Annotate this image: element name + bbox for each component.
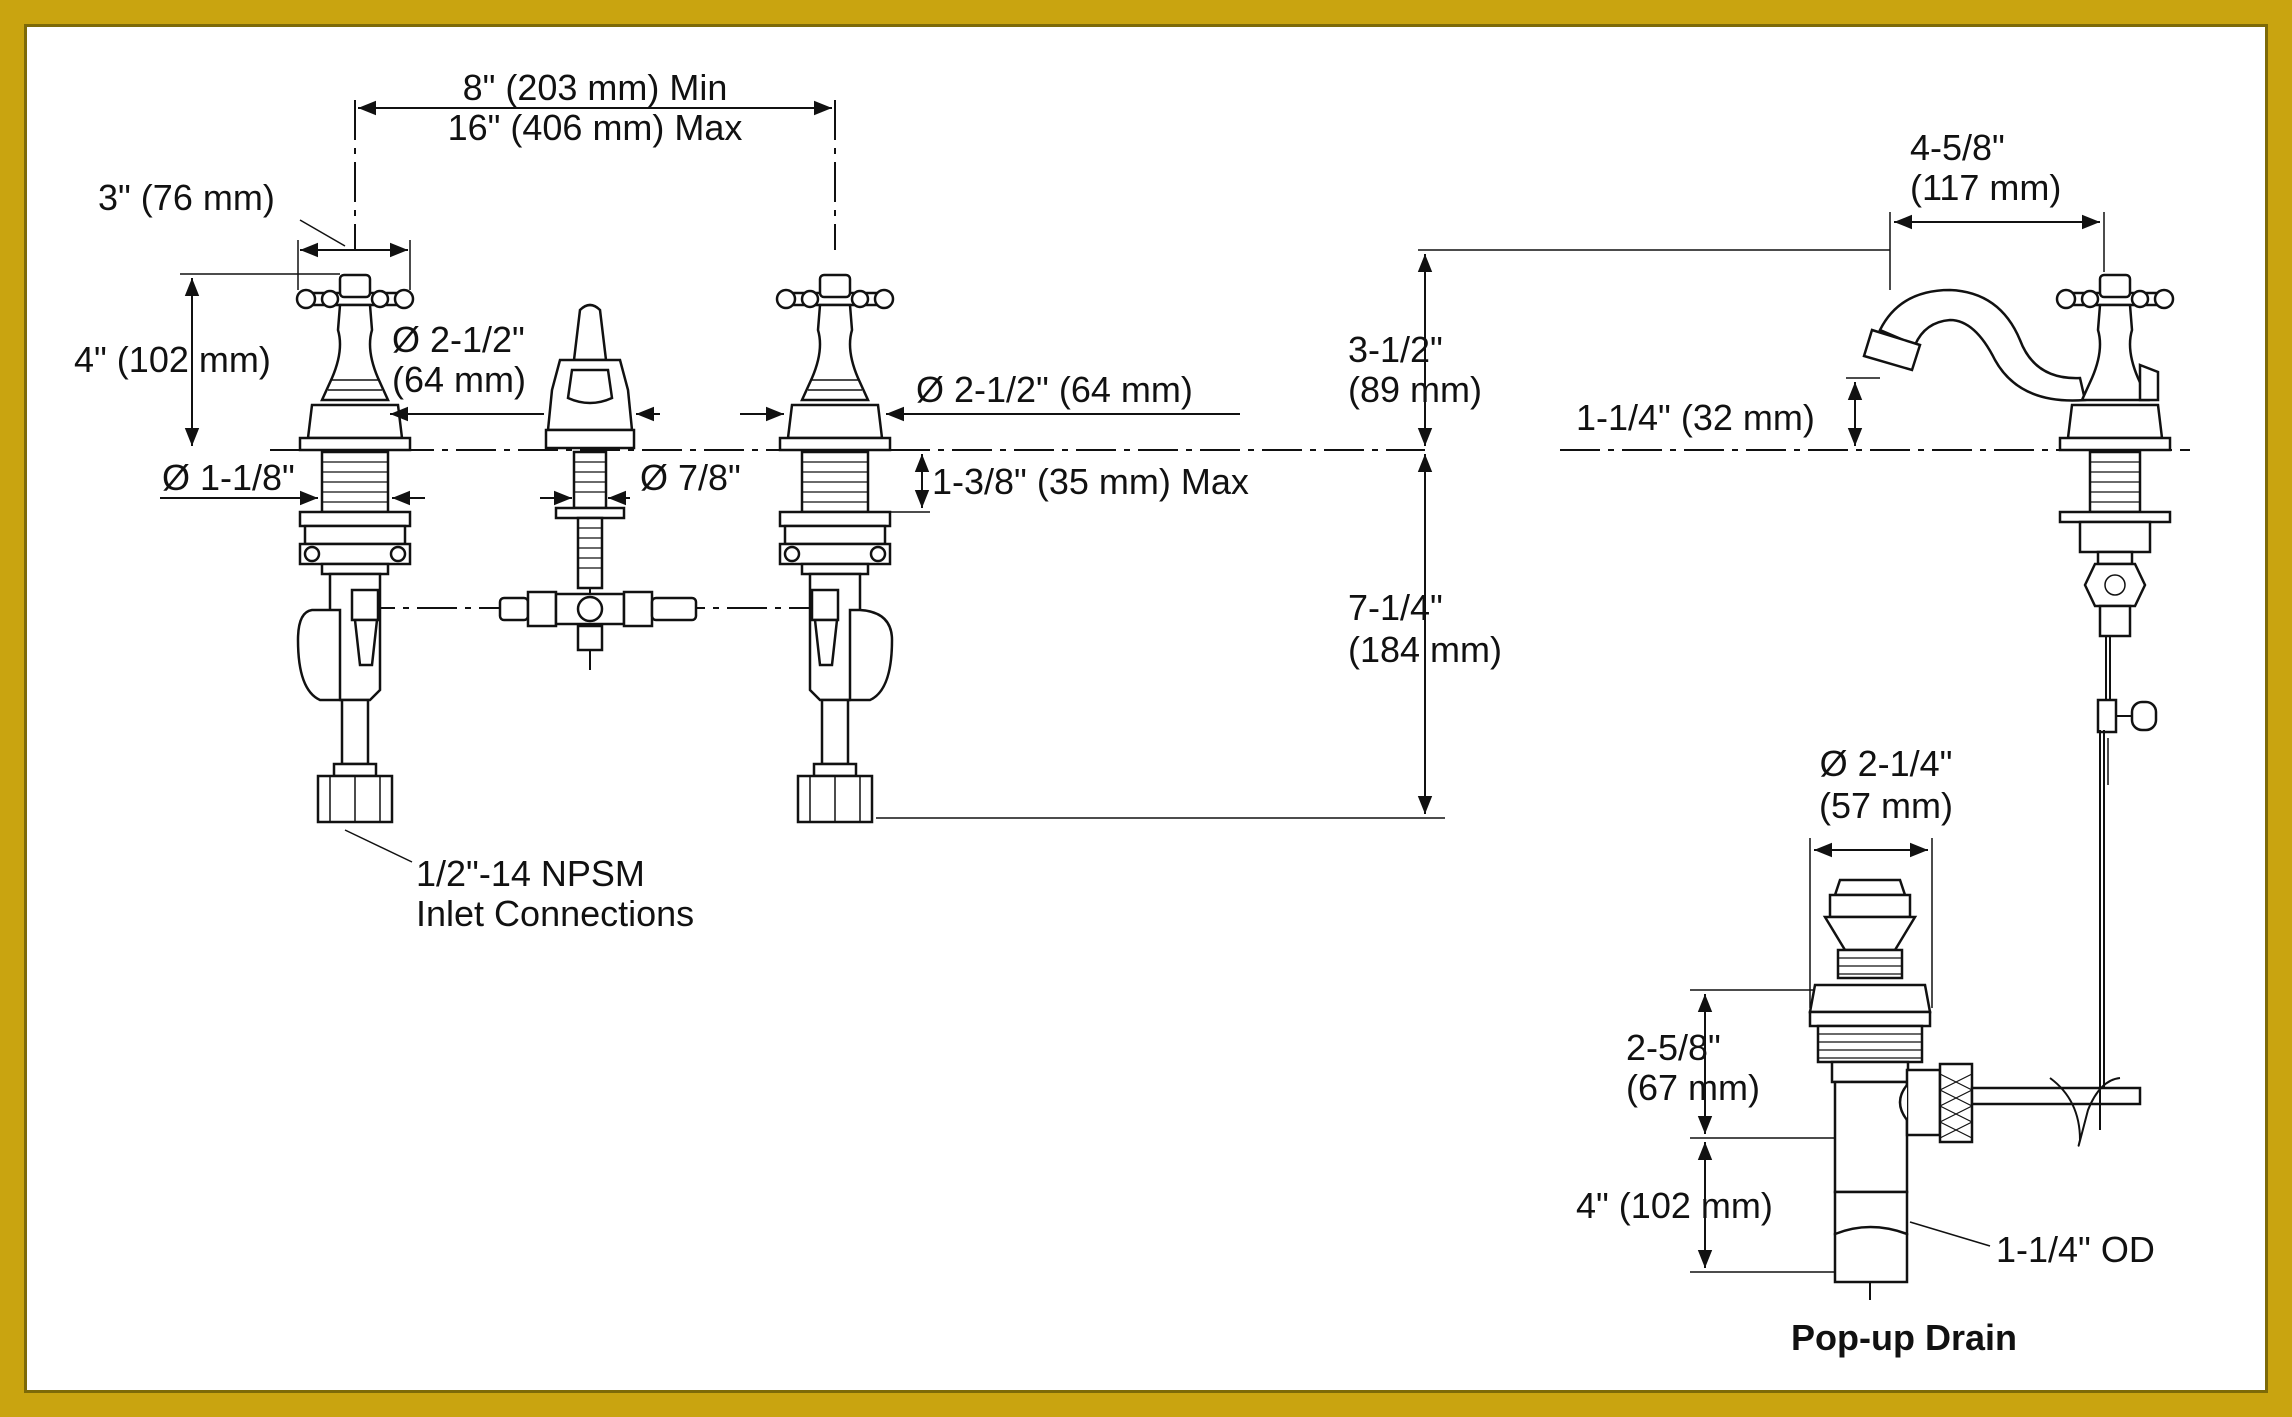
right-handle-valve [775,273,895,824]
label-drain-dia-mm: (57 mm) [1819,785,1953,826]
label-spout-reach-mm: (117 mm) [1910,167,2061,208]
label-handle-base-dia: Ø 2-1/2" (64 mm) [916,369,1193,410]
label-spout-height: 3-1/2" [1348,329,1443,370]
label-center-max: 16" (406 mm) Max [448,107,743,148]
label-drain-body-mm: (67 mm) [1626,1067,1760,1108]
label-shank-dia: Ø 1-1/8" [162,457,295,498]
label-tailpiece: 4" (102 mm) [1576,1185,1773,1226]
label-below-deck-mm: (184 mm) [1348,629,1502,670]
label-drain-dia: Ø 2-1/4" [1820,743,1953,784]
label-handle-width: 3" (76 mm) [98,177,275,218]
label-spout-reach: 4-5/8" [1910,127,2005,168]
label-spout-base-dia-mm: (64 mm) [392,359,526,400]
label-deck-thickness: 1-3/8" (35 mm) Max [932,461,1249,502]
label-tailpiece-od: 1-1/4" OD [1996,1229,2155,1270]
label-center-min: 8" (203 mm) Min [463,67,728,108]
popup-drain [1808,878,2142,1284]
side-view-faucet [1862,273,2175,1090]
label-drain-body: 2-5/8" [1626,1027,1721,1068]
label-spout-clearance: 1-1/4" (32 mm) [1576,397,1815,438]
label-below-deck: 7-1/4" [1348,587,1443,628]
dimension-labels: 8" (203 mm) Min 16" (406 mm) Max 3" (76 … [74,67,2155,1358]
label-spout-height-mm: (89 mm) [1348,369,1482,410]
left-handle-valve [295,273,415,824]
label-drain-title: Pop-up Drain [1791,1317,2017,1358]
label-inlet-line2: Inlet Connections [416,893,694,934]
label-spout-base-dia: Ø 2-1/2" [392,319,525,360]
label-spout-shank-dia: Ø 7/8" [640,457,741,498]
label-inlet-line1: 1/2"-14 NPSM [416,853,645,894]
dimension-lines [160,100,2105,1273]
label-handle-height: 4" (102 mm) [74,339,271,380]
center-spout-front [498,303,698,670]
